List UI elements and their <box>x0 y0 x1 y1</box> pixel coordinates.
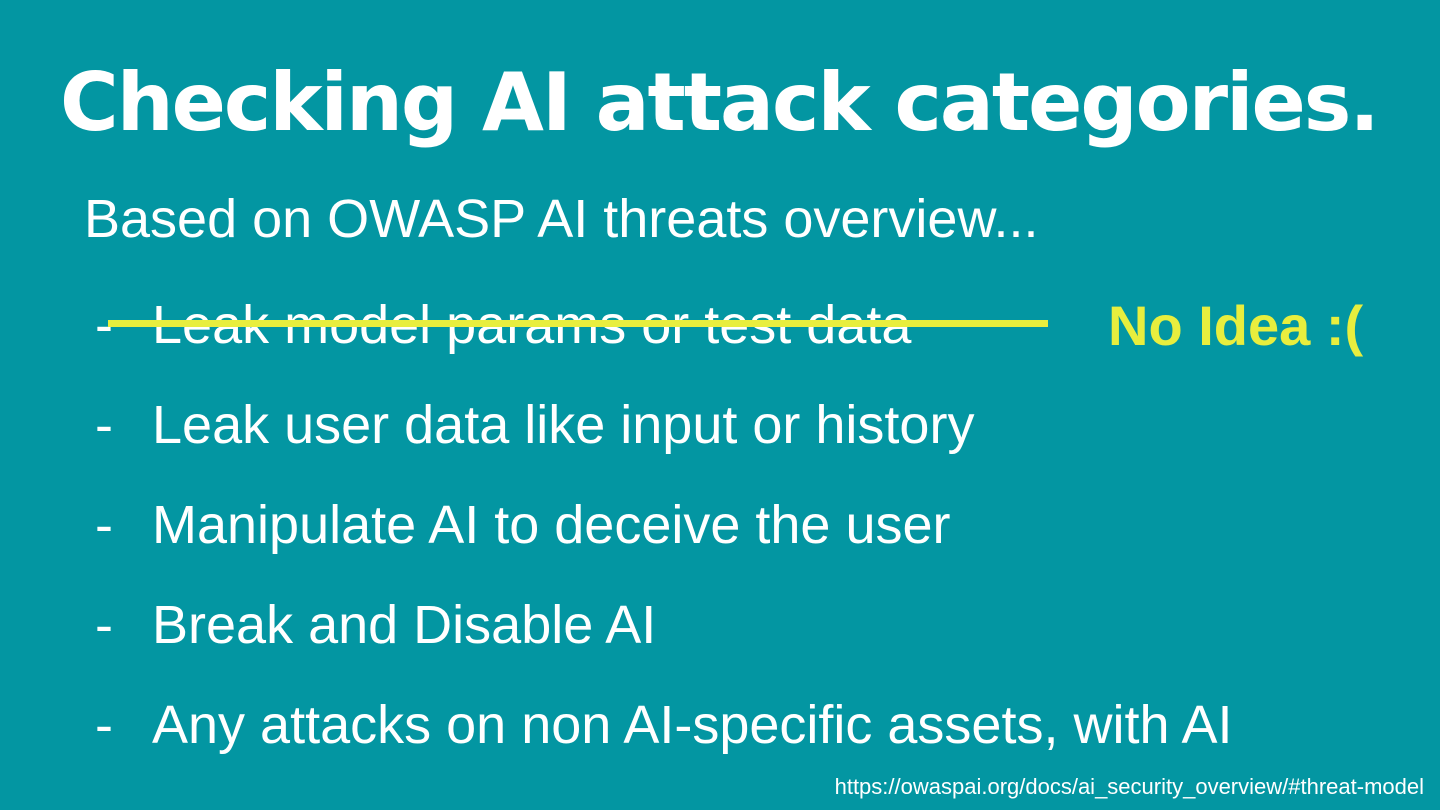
bullet-manipulate-ai: - Manipulate AI to deceive the user <box>95 475 1233 575</box>
bullet-dash-marker: - <box>95 295 113 355</box>
no-idea-annotation: No Idea :( <box>1108 294 1364 357</box>
threat-bullet-list: - Leak model params or test data - Leak … <box>95 275 1233 775</box>
bullet-break-disable-ai: - Break and Disable AI <box>95 575 1233 675</box>
bullet-dash-marker: - <box>95 495 113 555</box>
bullet-dash-marker: - <box>95 395 113 455</box>
bullet-text: Break and Disable AI <box>152 595 657 655</box>
bullet-text: Any attacks on non AI-specific assets, w… <box>152 695 1233 755</box>
bullet-non-ai-assets: - Any attacks on non AI-specific assets,… <box>95 675 1233 775</box>
bullet-leak-model-params: - Leak model params or test data <box>95 275 1233 375</box>
bullet-dash-marker: - <box>95 695 113 755</box>
footer-source-url: https://owaspai.org/docs/ai_security_ove… <box>834 774 1424 799</box>
slide-title: Checking AI attack categories. <box>60 56 1380 149</box>
bullet-dash-marker: - <box>95 595 113 655</box>
slide-subtitle: Based on OWASP AI threats overview... <box>84 189 1039 249</box>
bullet-leak-user-data: - Leak user data like input or history <box>95 375 1233 475</box>
bullet-text: Leak user data like input or history <box>152 395 975 455</box>
bullet-text: Leak model params or test data <box>152 295 912 355</box>
bullet-text: Manipulate AI to deceive the user <box>152 495 951 555</box>
